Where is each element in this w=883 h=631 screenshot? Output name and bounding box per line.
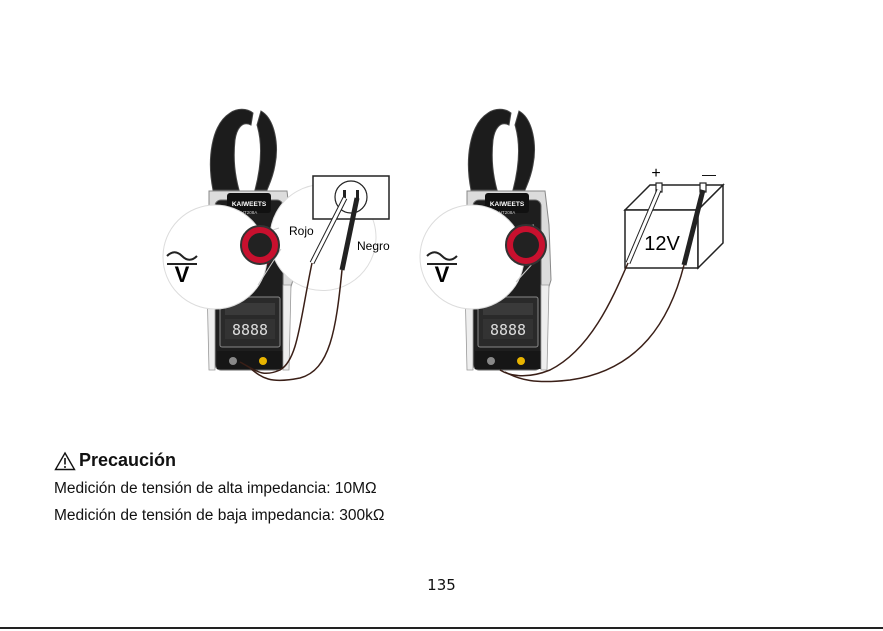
left-v-symbol: V	[175, 262, 190, 287]
red-probe-label: Rojo	[289, 224, 314, 238]
battery-12v	[625, 183, 723, 268]
caution-title-text: Precaución	[79, 450, 176, 471]
measurement-illustration: KAIWEETS HT208A 8888	[0, 0, 883, 420]
high-impedance-line: Medición de tensión de alta impedancia: …	[54, 480, 384, 498]
caution-title: Precaución	[54, 450, 384, 471]
left-display-digits: 8888	[232, 321, 268, 339]
bottom-rule	[0, 627, 883, 629]
page-number: 135	[0, 576, 883, 594]
caution-section: Precaución Medición de tensión de alta i…	[54, 450, 384, 525]
positive-terminal-sign: +	[651, 165, 660, 182]
right-v-symbol: V	[435, 262, 450, 287]
black-probe-label: Negro	[357, 239, 390, 253]
low-impedance-line: Medición de tensión de baja impedancia: …	[54, 507, 384, 525]
battery-voltage-label: 12V	[644, 233, 680, 255]
right-display-digits: 8888	[490, 321, 526, 339]
warning-triangle-icon	[54, 451, 76, 471]
wall-outlet	[313, 176, 389, 219]
negative-terminal-sign: —	[702, 166, 716, 182]
